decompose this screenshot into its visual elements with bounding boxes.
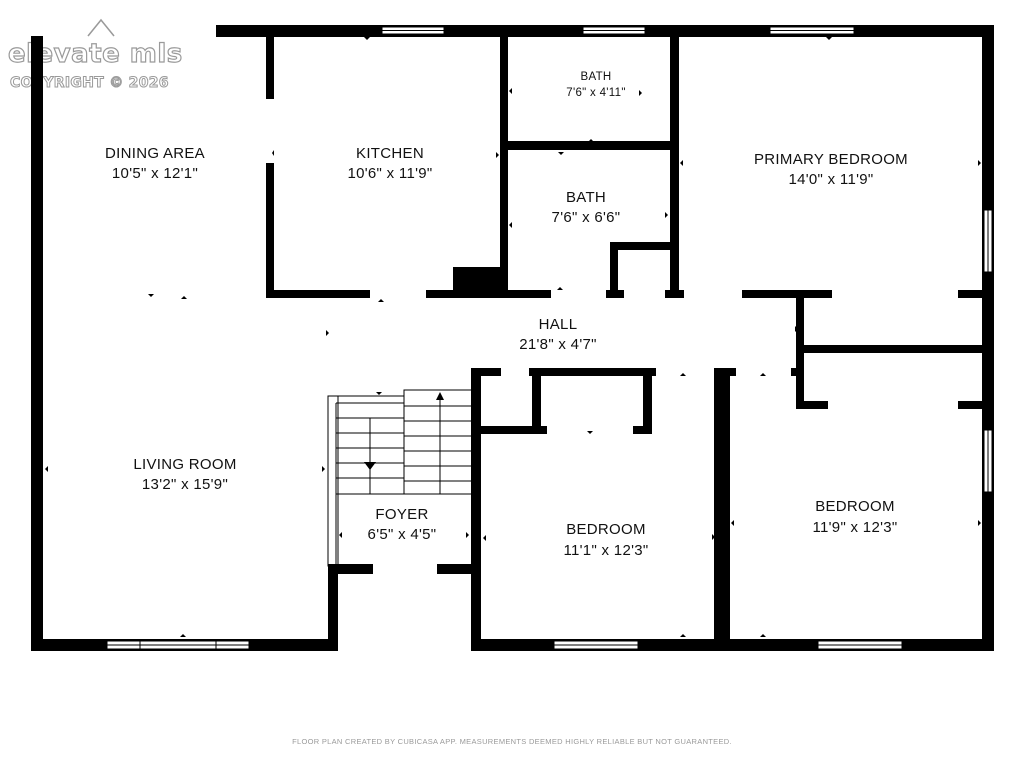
wall-hall-bottom-b — [529, 368, 656, 376]
door-markers — [45, 37, 981, 637]
wall-closet-b1-right — [643, 368, 652, 434]
wall-bedroom-divider-b — [722, 368, 730, 651]
room-name: BEDROOM — [815, 498, 895, 515]
wall-primary-bottom-left — [742, 290, 832, 298]
wall-kitchen-left-lower — [266, 163, 274, 298]
room-name: LIVING ROOM — [133, 456, 236, 473]
room-dimensions: 6'5" x 4'5" — [368, 526, 437, 543]
room-labels: DINING AREA 10'5" x 12'1" KITCHEN 10'6" … — [105, 71, 908, 559]
wall-bath-divider — [508, 141, 678, 150]
room-bath-lower: BATH 7'6" x 6'6" — [552, 189, 621, 226]
wall-bath-closet-left — [610, 242, 618, 298]
wall-bath-right-upper — [670, 37, 679, 97]
room-bedroom-middle: BEDROOM 11'1" x 12'3" — [563, 521, 648, 559]
room-kitchen: KITCHEN 10'6" x 11'9" — [347, 145, 432, 182]
room-hall: HALL 21'8" x 4'7" — [519, 316, 597, 353]
staircase — [327, 389, 475, 567]
wall-closet-bottom-right — [958, 401, 988, 409]
room-name: BATH — [566, 189, 606, 206]
room-primary-bedroom: PRIMARY BEDROOM 14'0" x 11'9" — [754, 151, 908, 188]
walls — [31, 25, 994, 651]
room-foyer: FOYER 6'5" x 4'5" — [368, 506, 437, 543]
wall-bath-right-lower — [670, 97, 679, 298]
wall-kitchen-bottom-left — [266, 290, 370, 298]
kitchen-counter-block — [453, 267, 500, 291]
wall-foyer-bottom-right — [437, 564, 481, 574]
stairs-down-arrow-icon — [364, 462, 376, 470]
wall-primary-bottom-right — [958, 290, 988, 298]
wall-hall-bottom-a — [471, 368, 501, 376]
room-dining-area: DINING AREA 10'5" x 12'1" — [105, 145, 205, 182]
room-name: HALL — [539, 316, 578, 333]
wall-bottom-bedrooms — [471, 639, 994, 651]
wall-closet-bottom-left — [796, 401, 828, 409]
room-dimensions: 10'6" x 11'9" — [347, 165, 432, 182]
wall-kitchen-bottom-right — [426, 290, 551, 298]
room-name: BATH — [580, 71, 611, 83]
watermark-copyright: COPYRIGHT © 2026 — [10, 75, 169, 91]
wall-bath-bottom-right — [665, 290, 684, 298]
room-dimensions: 11'9" x 12'3" — [812, 519, 897, 536]
room-living-room: LIVING ROOM 13'2" x 15'9" — [133, 456, 236, 493]
room-dimensions: 11'1" x 12'3" — [563, 542, 648, 559]
wall-foyer-left — [328, 564, 338, 651]
wall-foyer-bottom-left — [328, 564, 373, 574]
wall-kitchen-left-upper — [266, 37, 274, 99]
room-name: FOYER — [375, 506, 428, 523]
wall-closet-b1-bottom — [471, 426, 547, 434]
house-roof-icon — [87, 18, 115, 37]
wall-kitchen-right — [500, 37, 508, 298]
wall-bath-closet-top — [610, 242, 678, 250]
wall-left-exterior — [31, 36, 43, 650]
room-dimensions: 7'6" x 4'11" — [566, 87, 625, 99]
room-dimensions: 21'8" x 4'7" — [519, 336, 597, 353]
room-name: PRIMARY BEDROOM — [754, 151, 908, 168]
room-bath-upper: BATH 7'6" x 4'11" — [566, 71, 625, 99]
wall-hall-bottom-d — [791, 368, 801, 376]
room-dimensions: 13'2" x 15'9" — [142, 476, 228, 493]
room-dimensions: 7'6" x 6'6" — [552, 209, 621, 226]
room-name: BEDROOM — [566, 521, 646, 538]
footer-disclaimer: FLOOR PLAN CREATED BY CUBICASA APP. MEAS… — [292, 737, 732, 746]
room-bedroom-right: BEDROOM 11'9" x 12'3" — [812, 498, 897, 536]
room-name: KITCHEN — [356, 145, 424, 162]
room-dimensions: 14'0" x 11'9" — [788, 171, 873, 188]
room-dimensions: 10'5" x 12'1" — [112, 165, 198, 182]
wall-bath-closet-bottom — [606, 290, 624, 298]
stairs-up-arrow-icon — [436, 392, 444, 400]
wall-bedroom-divider — [714, 368, 722, 651]
room-name: DINING AREA — [105, 145, 205, 162]
wall-closet-b1-left — [532, 368, 541, 430]
windows — [106, 26, 993, 650]
wall-right-exterior — [982, 25, 994, 651]
wall-closet-divider — [796, 345, 986, 353]
wall-bedroom-middle-left — [471, 368, 481, 651]
wall-closet-b1-bottom-right — [633, 426, 652, 434]
